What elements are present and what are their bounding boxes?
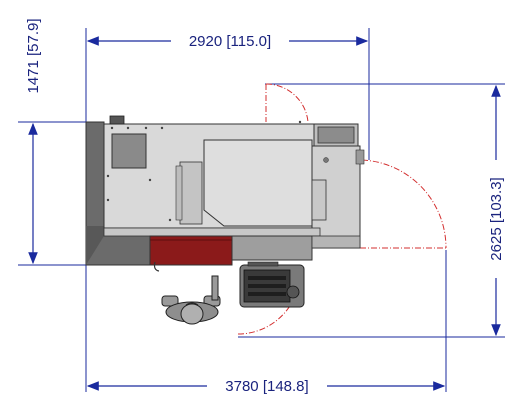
right-height-label: 2625 [103.3] [488, 177, 505, 260]
top-width-label: 2920 [115.0] [189, 33, 271, 50]
control-pendant-icon [239, 261, 305, 308]
machine-body [85, 115, 365, 266]
left-height-label: 1471 [57.9] [25, 18, 42, 93]
dimension-right-height: 2625 [103.3] [487, 84, 505, 337]
bottom-width-label: 3780 [148.8] [225, 378, 308, 395]
operator-figure-icon [161, 275, 221, 325]
chip-tray [149, 235, 233, 272]
dimension-top-width: 2920 [115.0] [86, 31, 369, 51]
dimension-left-height: 1471 [57.9] [25, 18, 42, 265]
dimension-bottom-width: 3780 [148.8] [86, 376, 446, 396]
